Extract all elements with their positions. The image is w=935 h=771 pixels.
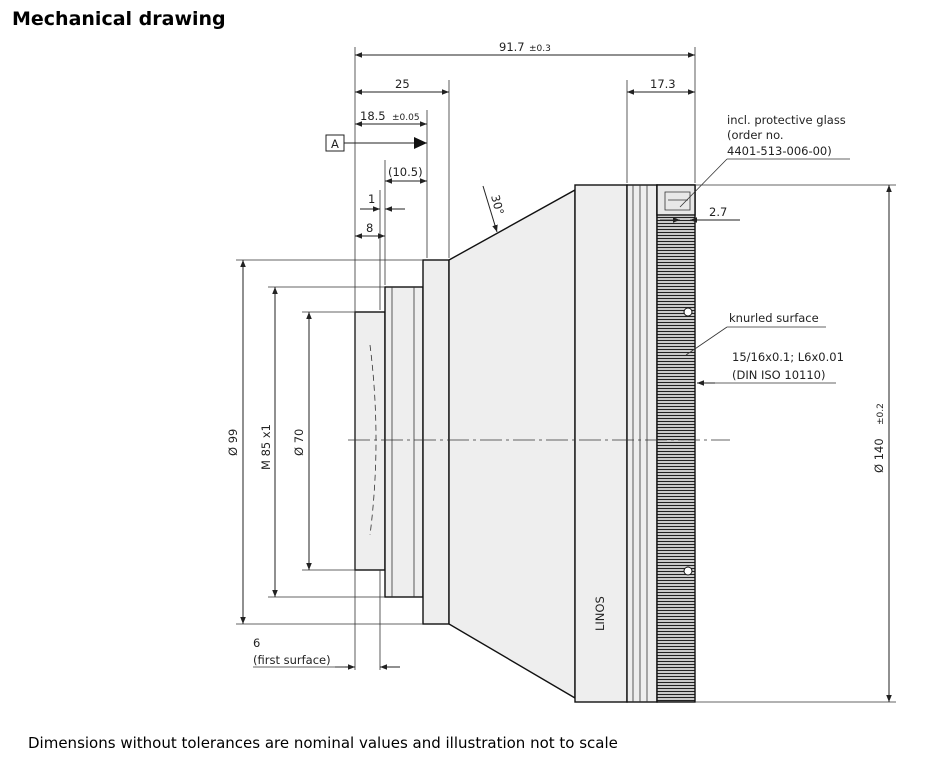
- dim-first-surface: (first surface): [253, 653, 331, 667]
- note-glass-line1: incl. protective glass: [727, 113, 846, 127]
- note-knurled: knurled surface: [729, 311, 819, 325]
- dim-25: 25: [395, 77, 410, 91]
- dim-diameter-70: Ø 70: [292, 429, 306, 456]
- footnote: Dimensions without tolerances are nomina…: [28, 734, 618, 752]
- dim-8: 8: [366, 221, 373, 235]
- dim-diameter-140-tolerance: ±0.2: [876, 403, 886, 425]
- note-tolerance-line2: (DIN ISO 10110): [732, 368, 825, 382]
- brand-label: LINOS: [593, 596, 607, 631]
- dim-1: 1: [368, 192, 375, 206]
- conical-housing: [448, 188, 576, 700]
- dim-angle-30: 30°: [488, 193, 507, 216]
- angle-arc: [482, 185, 498, 233]
- knurled-ring: [656, 184, 696, 703]
- dim-6: 6: [253, 636, 260, 650]
- note-glass-line3: 4401-513-006-00): [727, 144, 832, 158]
- dim-10-5: (10.5): [388, 165, 423, 179]
- datum-triangle: [414, 137, 427, 149]
- dim-overall-length: 91.7: [499, 40, 525, 54]
- note-knurled-leader: [685, 326, 728, 356]
- dim-18-5: 18.5: [360, 109, 386, 123]
- dim-2-7: 2.7: [709, 205, 727, 219]
- main-body: [574, 184, 658, 703]
- dim-18-5-tolerance: ±0.05: [392, 113, 420, 123]
- note-glass-line2: (order no.: [727, 128, 784, 142]
- flange: [422, 259, 450, 625]
- dim-thread-m85: M 85 x1: [259, 424, 273, 470]
- dim-diameter-140: Ø 140: [872, 438, 886, 473]
- dim-diameter-99: Ø 99: [226, 429, 240, 456]
- front-lens-element: [354, 311, 386, 571]
- page-title: Mechanical drawing: [12, 8, 226, 30]
- datum-label: A: [331, 137, 339, 151]
- dim-overall-tolerance: ±0.3: [529, 44, 551, 54]
- dim-17-3: 17.3: [650, 77, 676, 91]
- note-glass-leader: [679, 158, 728, 208]
- thread-section: [384, 286, 424, 598]
- note-tolerance-line1: 15/16x0.1; L6x0.01: [732, 350, 844, 364]
